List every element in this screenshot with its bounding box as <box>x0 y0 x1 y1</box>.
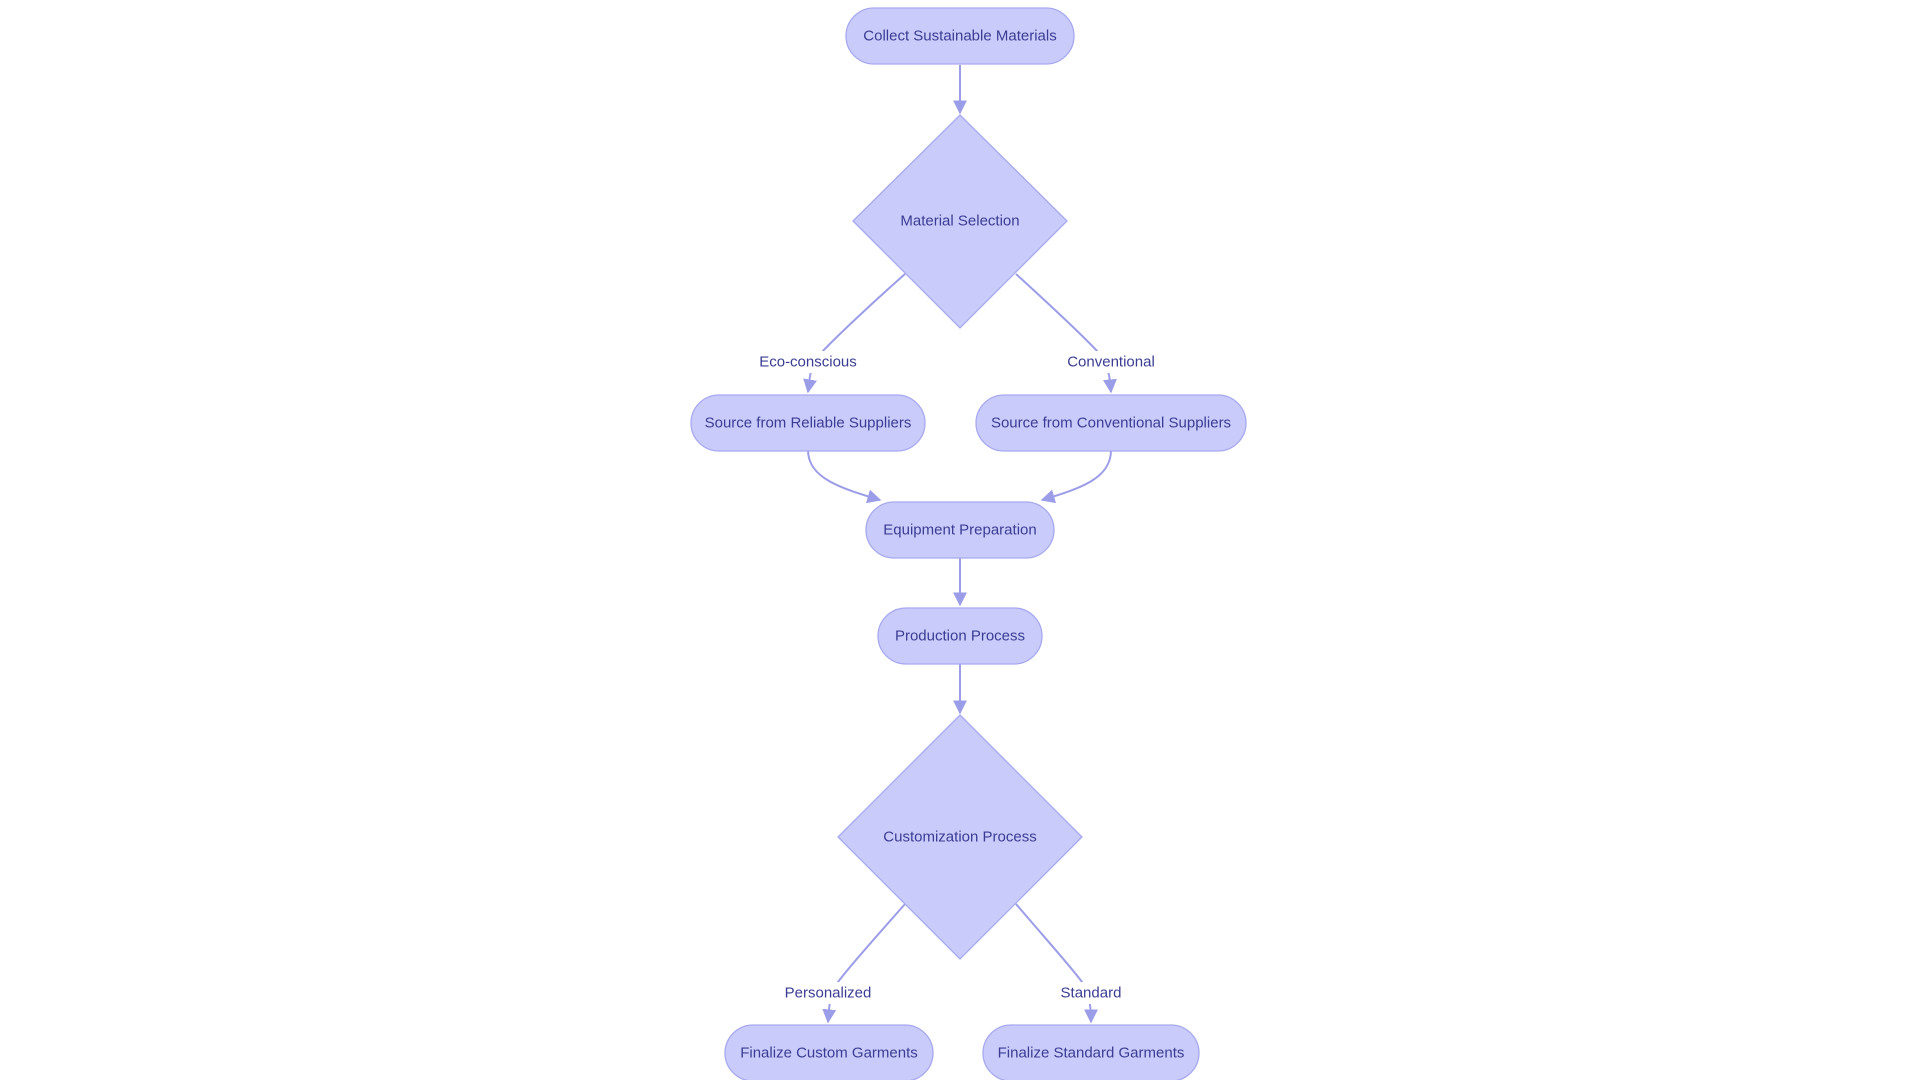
edge-material-selection-to-reliable-suppliers <box>803 273 906 394</box>
edges <box>803 65 1117 1024</box>
node-source-from-reliable-suppliers: Source from Reliable Suppliers <box>690 394 926 452</box>
node-label: Material Selection <box>900 213 1019 230</box>
edge-labels: Eco-conscious Conventional Personalized … <box>755 351 1158 1004</box>
node-label: Equipment Preparation <box>883 522 1036 539</box>
node-label: Source from Reliable Suppliers <box>705 415 912 432</box>
node-material-selection: Material Selection <box>852 114 1068 329</box>
node-production-process: Production Process <box>877 607 1043 665</box>
node-finalize-custom-garments: Finalize Custom Garments <box>724 1024 934 1080</box>
node-collect-sustainable-materials: Collect Sustainable Materials <box>845 7 1075 65</box>
node-label: Customization Process <box>883 829 1036 846</box>
node-finalize-standard-garments: Finalize Standard Garments <box>982 1024 1200 1080</box>
node-label: Production Process <box>895 628 1025 645</box>
node-equipment-preparation: Equipment Preparation <box>865 501 1055 559</box>
edge-customization-process-to-standard-garments <box>1015 903 1098 1024</box>
node-customization-process: Customization Process <box>837 714 1083 960</box>
edge-reliable-suppliers-to-equipment-preparation <box>807 449 882 504</box>
edge-customization-process-to-custom-garments <box>822 903 906 1024</box>
node-label: Source from Conventional Suppliers <box>991 415 1231 432</box>
edge-label-eco-conscious: Eco-conscious <box>759 354 857 371</box>
node-label: Finalize Standard Garments <box>998 1045 1185 1062</box>
edge-material-selection-to-conventional-suppliers <box>1015 273 1117 394</box>
node-label: Collect Sustainable Materials <box>863 28 1056 45</box>
edge-conventional-suppliers-to-equipment-preparation <box>1040 449 1112 504</box>
edge-label-standard: Standard <box>1061 985 1122 1002</box>
edge-label-conventional: Conventional <box>1067 354 1155 371</box>
node-source-from-conventional-suppliers: Source from Conventional Suppliers <box>975 394 1247 452</box>
node-label: Finalize Custom Garments <box>740 1045 918 1062</box>
edge-label-personalized: Personalized <box>785 985 872 1002</box>
nodes: Collect Sustainable Materials Material S… <box>690 7 1247 1080</box>
